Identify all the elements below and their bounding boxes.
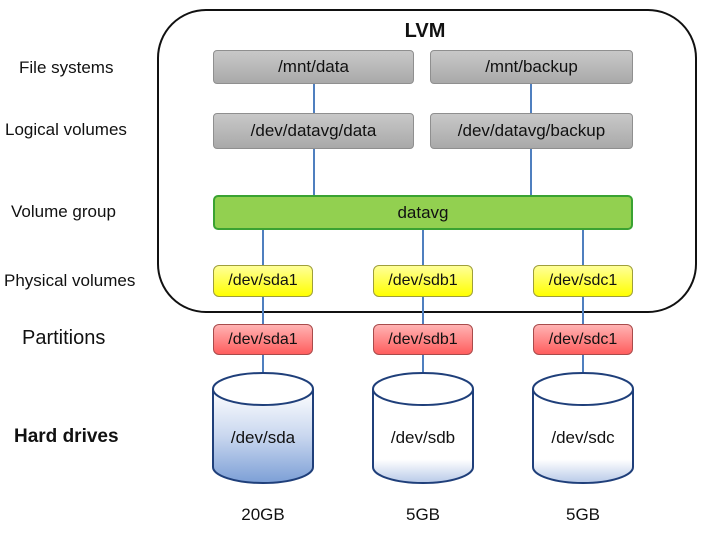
drive-name-label: /dev/sdb <box>390 428 456 447</box>
file-system-box[interactable]: /mnt/data <box>213 50 414 84</box>
partition-box[interactable]: /dev/sdc1 <box>533 324 633 355</box>
file-system-box[interactable]: /mnt/backup <box>430 50 633 84</box>
layer-label-physical-volumes: Physical volumes <box>4 271 136 290</box>
physical-volume-box[interactable]: /dev/sda1 <box>213 265 313 297</box>
lvm-title: LVM <box>404 20 446 42</box>
logical-volume-box[interactable]: /dev/datavg/data <box>213 113 414 149</box>
drive-size-label: 5GB <box>565 505 601 524</box>
layer-label-volume-group: Volume group <box>11 202 116 221</box>
drive-sdb-cylinder <box>372 372 474 484</box>
drive-sdc-cylinder <box>532 372 634 484</box>
drive-name-label: /dev/sda <box>230 428 296 447</box>
layer-label-file-systems: File systems <box>19 58 114 77</box>
partition-box[interactable]: /dev/sdb1 <box>373 324 473 355</box>
volume-group-box[interactable]: datavg <box>213 195 633 230</box>
layer-label-logical-volumes: Logical volumes <box>5 120 127 139</box>
drive-size-label: 5GB <box>405 505 441 524</box>
logical-volume-box[interactable]: /dev/datavg/backup <box>430 113 633 149</box>
drive-size-label: 20GB <box>241 505 285 524</box>
layer-label-partitions: Partitions <box>22 327 106 349</box>
connectors <box>262 84 584 372</box>
drive-sda-cylinder <box>212 372 314 484</box>
partition-box[interactable]: /dev/sda1 <box>213 324 313 355</box>
drive-name-label: /dev/sdc <box>551 428 615 447</box>
lvm-container <box>157 9 697 313</box>
physical-volume-box[interactable]: /dev/sdb1 <box>373 265 473 297</box>
layer-label-hard-drives: Hard drives <box>14 426 119 447</box>
physical-volume-box[interactable]: /dev/sdc1 <box>533 265 633 297</box>
